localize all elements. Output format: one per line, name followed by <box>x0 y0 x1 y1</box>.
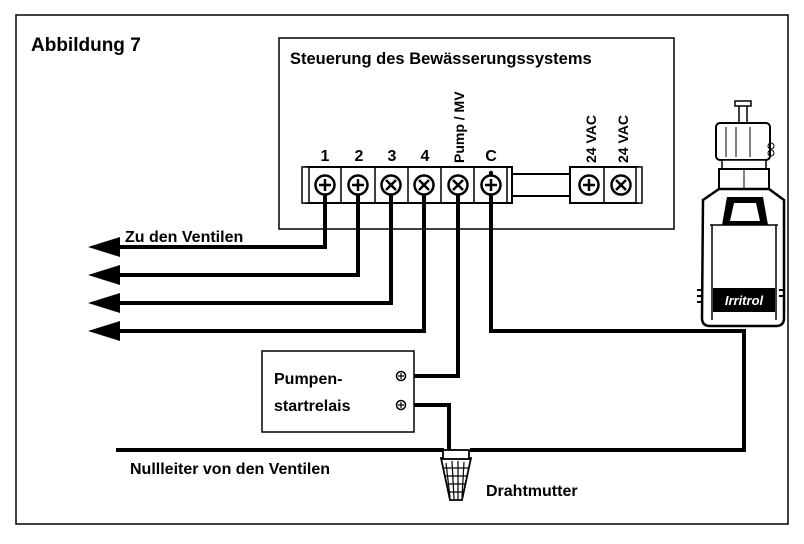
wire-valve-3 <box>115 195 393 305</box>
valve-solenoid: Irritrol <box>697 100 786 328</box>
relay-label-line1: Pumpen- <box>274 371 342 388</box>
terminal-label-1: 1 <box>321 148 330 165</box>
terminal-label-24vac-2: 24 VAC <box>615 115 631 163</box>
controller-title: Steuerung des Bewässerungssystems <box>290 50 592 68</box>
pump-start-relay: Pumpen- startrelais <box>261 350 415 433</box>
arrow-valve-1 <box>88 237 120 257</box>
terminal-screw-24vac-2 <box>610 174 632 196</box>
terminal-label-4: 4 <box>421 148 430 165</box>
wire-valve-4 <box>115 195 426 333</box>
wire-common <box>470 195 746 452</box>
arrow-valve-3 <box>88 293 120 313</box>
figure-frame <box>15 14 789 525</box>
relay-terminal-top <box>395 370 407 382</box>
terminal-label-24vac-1: 24 VAC <box>583 115 599 163</box>
relay-label-line2: startrelais <box>274 398 351 415</box>
terminal-label-common: C <box>485 148 497 165</box>
terminal-screw-2 <box>347 174 369 196</box>
terminal-screw-1 <box>314 174 336 196</box>
terminal-strip-left <box>301 166 513 204</box>
arrow-valve-4 <box>88 321 120 341</box>
wire-nut-label: Drahtmutter <box>486 483 578 500</box>
terminal-label-2: 2 <box>355 148 364 165</box>
wire-relay-to-nut <box>404 403 451 452</box>
terminal-screw-24vac-1 <box>578 174 600 196</box>
terminal-screw-3 <box>380 174 402 196</box>
to-valves-label: Zu den Ventilen <box>125 229 243 246</box>
figure-label: Abbildung 7 <box>31 35 141 56</box>
wire-nut <box>439 449 473 501</box>
neutral-label: Nullleiter von den Ventilen <box>130 461 330 478</box>
terminal-label-pump: Pump / MV <box>451 91 467 163</box>
wire-valve-2 <box>115 195 360 277</box>
wire-pump-mv <box>404 195 460 378</box>
terminal-screw-pump <box>447 174 469 196</box>
arrow-valve-2 <box>88 265 120 285</box>
terminal-bridge <box>511 173 571 197</box>
valve-brand-label: Irritrol <box>725 293 764 308</box>
wire-valve-1 <box>115 195 327 249</box>
terminal-label-3: 3 <box>388 148 397 165</box>
relay-terminal-bottom <box>395 399 407 411</box>
terminal-screw-4 <box>413 174 435 196</box>
terminal-screw-common <box>480 170 502 196</box>
